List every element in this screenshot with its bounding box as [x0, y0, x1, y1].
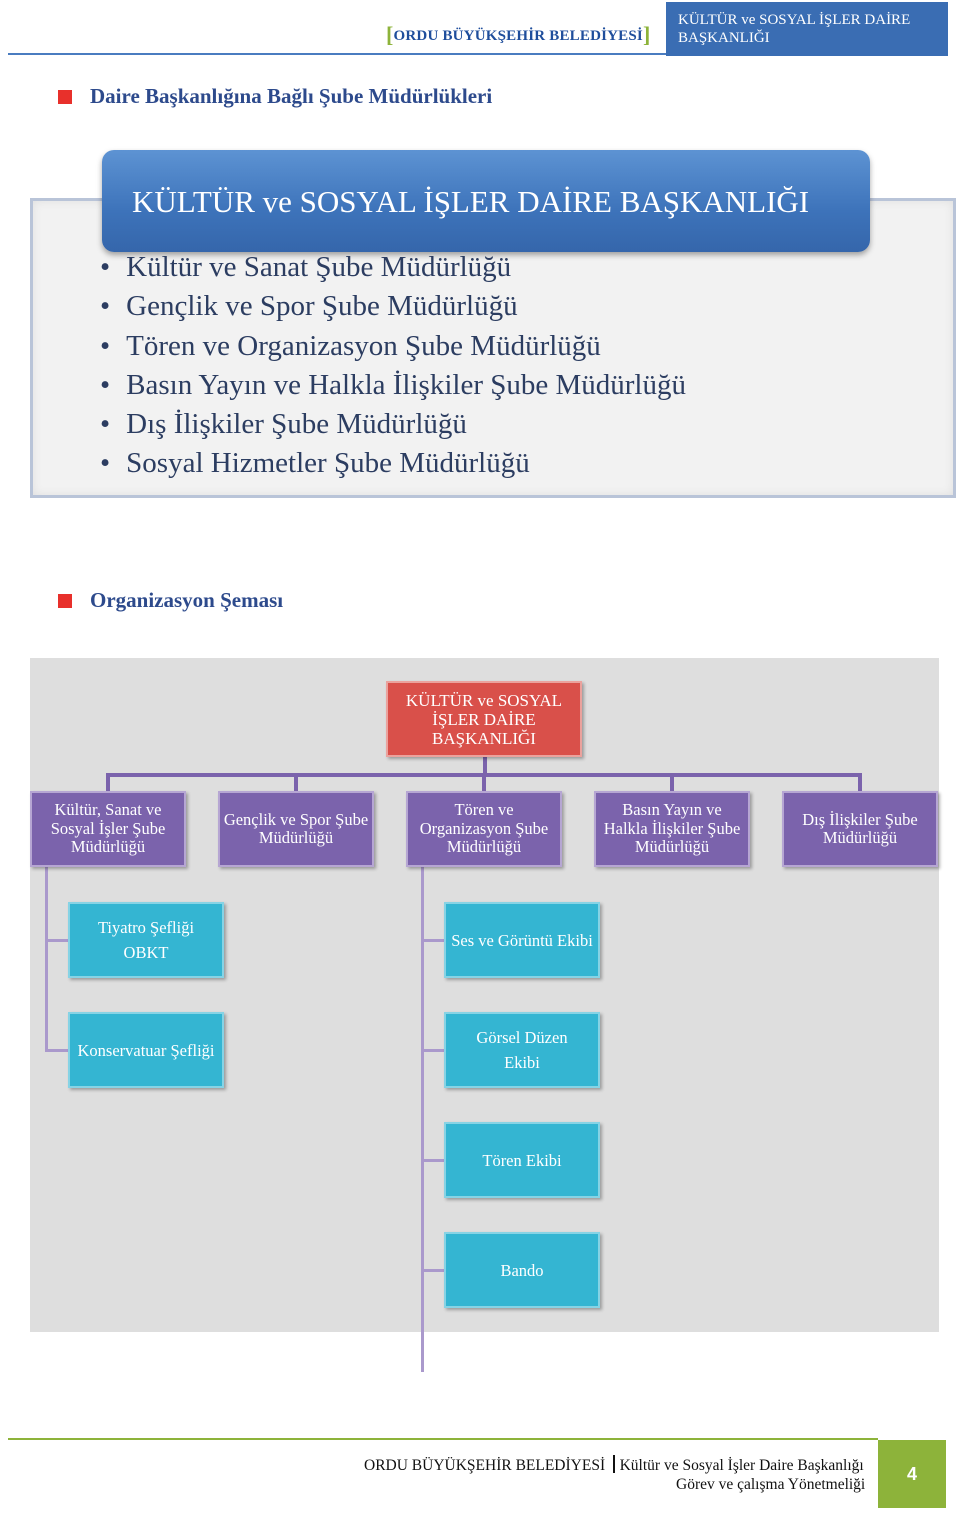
- red-square-bullet-icon: [58, 594, 72, 608]
- org-unit-line: Görsel Düzen: [476, 1028, 568, 1047]
- connector-center-unit-1: [421, 939, 446, 942]
- org-dept-line: Dış İlişkiler Şube: [802, 809, 918, 829]
- page-number: 4: [878, 1440, 946, 1508]
- org-chart: KÜLTÜR ve SOSYAL İŞLER DAİRE BAŞKANLIĞI …: [30, 658, 939, 1372]
- connector-center-unit-2: [421, 1049, 446, 1052]
- connector-center-unit-4: [421, 1269, 446, 1272]
- footer-org-name: ORDU BÜYÜKŞEHİR BELEDİYESİ: [364, 1457, 606, 1474]
- org-dept-line: Basın Yayın ve: [622, 800, 722, 820]
- connector-center-unit-3: [421, 1159, 446, 1162]
- org-dept-line: Halkla İlişkiler Şube: [603, 818, 741, 838]
- org-root-box: KÜLTÜR ve SOSYAL İŞLER DAİRE BAŞKANLIĞI: [386, 681, 582, 757]
- connector-left-vertical: [45, 867, 48, 1052]
- red-square-bullet-icon: [58, 90, 72, 104]
- connector-dept-4: [670, 773, 674, 793]
- section-title-org-chart: Organizasyon Şeması: [58, 588, 283, 613]
- org-root-line: BAŞKANLIĞI: [432, 728, 536, 748]
- department-banner: KÜLTÜR ve SOSYAL İŞLER DAİRE BAŞKANLIĞI: [102, 150, 870, 252]
- org-dept-foreign-relations: Dış İlişkiler Şube Müdürlüğü: [782, 791, 938, 867]
- org-dept-line: Gençlik ve Spor Şube: [223, 809, 369, 829]
- footer-doc-line2: Görev ve çalışma Yönetmeliği: [676, 1476, 866, 1493]
- header-org-name: [ORDU BÜYÜKŞEHİR BELEDİYESİ]: [386, 22, 651, 47]
- org-unit-line: Tiyatro Şefliği: [97, 918, 195, 937]
- footer-rule: [8, 1438, 878, 1440]
- org-unit-band: Bando: [444, 1232, 600, 1308]
- connector-left-unit-1: [45, 939, 70, 942]
- org-dept-culture-arts: Kültür, Sanat ve Sosyal İşler Şube Müdür…: [30, 791, 186, 867]
- org-root-line: KÜLTÜR ve SOSYAL: [405, 690, 563, 710]
- org-unit-line: Ekibi: [504, 1053, 540, 1072]
- org-dept-line: Müdürlüğü: [446, 837, 522, 857]
- list-item: Sosyal Hizmetler Şube Müdürlüğü: [100, 444, 686, 483]
- org-unit-line: OBKT: [123, 943, 169, 962]
- org-unit-conservatory: Konservatuar Şefliği: [68, 1012, 224, 1088]
- org-dept-line: Müdürlüğü: [822, 828, 898, 847]
- connector-center-vertical: [421, 867, 424, 1372]
- org-unit-line: Konservatuar Şefliği: [77, 1040, 215, 1060]
- footer-line1: ORDU BÜYÜKŞEHİR BELEDİYESİ Kültür ve Sosy…: [364, 1455, 864, 1475]
- org-dept-line: Organizasyon Şube: [419, 818, 549, 838]
- connector-left-unit-2: [45, 1049, 70, 1052]
- section-title-units: Daire Başkanlığına Bağlı Şube Müdürlükle…: [58, 84, 492, 109]
- org-root-line: İŞLER DAİRE: [432, 709, 536, 729]
- connector-dept-2: [294, 773, 298, 793]
- org-unit-theatre: Tiyatro Şefliği OBKT: [68, 902, 224, 978]
- list-item: Dış İlişkiler Şube Müdürlüğü: [100, 405, 686, 444]
- footer-separator: [613, 1455, 615, 1473]
- connector-root-down: [483, 757, 487, 777]
- org-unit-sound-video: Ses ve Görüntü Ekibi: [444, 902, 600, 978]
- org-unit-ceremony-team: Tören Ekibi: [444, 1122, 600, 1198]
- org-dept-press-public-relations: Basın Yayın ve Halkla İlişkiler Şube Müd…: [594, 791, 750, 867]
- org-dept-line: Kültür, Sanat ve: [54, 800, 162, 820]
- units-list: Kültür ve Sanat Şube Müdürlüğü Gençlik v…: [100, 248, 686, 484]
- list-item: Kültür ve Sanat Şube Müdürlüğü: [100, 248, 686, 287]
- header-rule: [8, 53, 666, 55]
- footer-doc-line1: Kültür ve Sosyal İşler Daire Başkanlığı: [619, 1457, 864, 1474]
- connector-dept-5: [858, 773, 862, 793]
- list-item: Gençlik ve Spor Şube Müdürlüğü: [100, 287, 686, 326]
- org-unit-line: Bando: [500, 1260, 544, 1280]
- org-unit-visual-design: Görsel Düzen Ekibi: [444, 1012, 600, 1088]
- org-dept-youth-sports: Gençlik ve Spor Şube Müdürlüğü: [218, 791, 374, 867]
- connector-dept-3: [482, 773, 486, 793]
- list-item: Basın Yayın ve Halkla İlişkiler Şube Müd…: [100, 366, 686, 405]
- list-item: Tören ve Organizasyon Şube Müdürlüğü: [100, 327, 686, 366]
- org-dept-line: Müdürlüğü: [258, 828, 334, 847]
- org-dept-line: Müdürlüğü: [634, 837, 710, 857]
- org-dept-line: Tören ve: [454, 800, 514, 820]
- header-dept-line2: BAŞKANLIĞI: [678, 30, 770, 46]
- header-department-box: KÜLTÜR ve SOSYAL İŞLER DAİRE BAŞKANLIĞI: [666, 2, 948, 56]
- org-dept-ceremony-organization: Tören ve Organizasyon Şube Müdürlüğü: [406, 791, 562, 867]
- header-dept-line1: KÜLTÜR ve SOSYAL İŞLER DAİRE: [678, 12, 911, 28]
- org-unit-line: Tören Ekibi: [482, 1150, 562, 1170]
- org-unit-line: Ses ve Görüntü Ekibi: [451, 930, 593, 950]
- org-dept-line: Sosyal İşler Şube: [50, 818, 166, 838]
- connector-dept-1: [106, 773, 110, 793]
- org-dept-line: Müdürlüğü: [70, 837, 146, 857]
